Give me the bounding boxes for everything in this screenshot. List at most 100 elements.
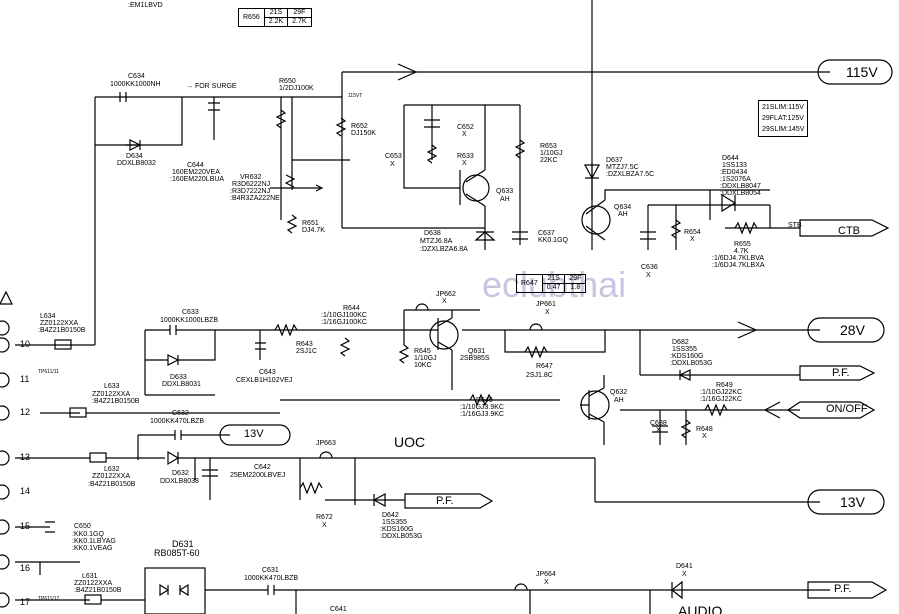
r650-ref: R650: [279, 78, 296, 85]
c641-ref: C641: [330, 606, 347, 613]
q634-ref: Q634: [614, 204, 632, 211]
r648-x: X: [702, 433, 707, 440]
r643-value: 2SJ1C: [296, 348, 318, 355]
d644-value-4: :DDXLB8047: [720, 183, 761, 190]
r643-ref: R643: [296, 341, 313, 348]
q632-value: AH: [614, 397, 624, 404]
d637-value-1: MTZJ7.5C: [606, 164, 639, 171]
r649-ref: R649: [716, 382, 733, 389]
r652-value: DJ150K: [351, 130, 376, 137]
r653-value-2: 22KC: [540, 157, 558, 164]
r656-ref: R656: [238, 8, 265, 27]
d638-ref: D638: [424, 230, 441, 237]
c642-ref: C642: [254, 464, 271, 471]
q631-ref: Q631: [468, 348, 486, 355]
connector-pins: [0, 320, 10, 608]
r672-x: X: [322, 522, 327, 529]
d631-value: RB085T-60: [154, 548, 200, 558]
jp663-ref: JP663: [316, 440, 336, 447]
pin-14: 14: [20, 486, 31, 496]
vr632-value-2: :R3D7222NJ: [230, 188, 271, 195]
r651-value: DJ4.7K: [302, 227, 325, 234]
l633-value-2: :B4Z21B0150B: [92, 398, 140, 405]
d642-value-2: :KDS160G: [380, 526, 414, 533]
l634-value-2: :B4Z21B0150B: [38, 327, 86, 334]
r654-ref: R654: [684, 229, 701, 236]
c632-value: 1000KK470LBZB: [150, 418, 205, 425]
l632-value-2: :B4Z21B0150B: [88, 481, 136, 488]
l631-value-2: :B4Z21B0150B: [74, 587, 122, 594]
d642-value-3: :DDXLB053G: [380, 533, 423, 540]
c650-ref: C650: [74, 523, 91, 530]
c633-ref: C633: [182, 309, 199, 316]
r656-val1: 2.2K: [263, 17, 289, 27]
rail-28v-label: 28V: [840, 322, 865, 338]
d682-value-1: 1SS355: [672, 346, 697, 353]
r655-value-3: :1/6DJ4.7KLBXA: [712, 262, 765, 269]
rail-13v-right-label: 13V: [840, 494, 865, 510]
c652-x: X: [462, 131, 467, 138]
voltage-option-1: 21SLIM:115V: [762, 104, 804, 111]
d638-value-2: :DZXLBZA6.8A: [420, 246, 468, 253]
rail-13v-left-label: 13V: [244, 428, 264, 440]
ctb-signal: CTB: [838, 225, 860, 237]
r646-value-1: :1/10GJ3.9KC: [460, 404, 504, 411]
pin-13: 13: [20, 452, 31, 462]
c650-value-3: :KK0.1VEAG: [72, 545, 113, 552]
l632-ref: L632: [104, 466, 120, 473]
audio-label: AUDIO: [678, 603, 723, 614]
pin-15: 15: [20, 521, 31, 531]
r647-col2: 29F: [564, 274, 587, 284]
d644-ref: D644: [722, 155, 739, 162]
d632-value: DDXLB8038: [160, 478, 199, 485]
d642-ref: D642: [382, 512, 399, 519]
c650-value-1: :KK0.1GQ: [72, 531, 104, 538]
d633-value: DDXLB8031: [162, 381, 201, 388]
warning-icon: [0, 290, 13, 305]
d641-x: X: [682, 571, 687, 578]
d632-ref: D632: [172, 470, 189, 477]
r647-val2: 1.8: [564, 283, 587, 293]
jp664-x: X: [544, 579, 549, 586]
r646-value-2: :1/16GJ3.9KC: [460, 411, 504, 418]
c637-value: KK0.1GQ: [538, 237, 568, 244]
pf-signal-low: P.F.: [834, 583, 852, 595]
l632-value-1: ZZ0122XXA: [92, 473, 131, 480]
d682-value-3: :DDXLB053G: [670, 360, 713, 367]
d682-ref: D682: [672, 339, 689, 346]
c643-value: CEXLB1H102VEJ: [236, 377, 293, 384]
rail-115v-label: 115V: [846, 64, 878, 80]
r644-value-2: :1/16GJ100KC: [321, 319, 367, 326]
r645-ref: R645: [414, 348, 431, 355]
d637-ref: D637: [606, 157, 623, 164]
q634-value: AH: [618, 211, 628, 218]
jp662-ref: JP662: [436, 291, 456, 298]
l631-value-1: ZZ0122XXA: [74, 580, 113, 587]
r652-ref: R652: [351, 123, 368, 130]
c650-value-2: :KK0.1LBYAG: [72, 538, 116, 545]
top-label: :EM1LBVD: [128, 2, 163, 9]
vr632-value-1: R3D6222NJ: [232, 181, 271, 188]
q633-value: AH: [500, 196, 510, 203]
tp611b-label: TP611/17: [38, 596, 60, 602]
d644-value-1: 1SS133: [722, 162, 747, 169]
rail-115v-badge: [817, 59, 893, 85]
jp664-ref: JP664: [536, 571, 556, 578]
ctb-tag: [799, 219, 890, 237]
c633-value: 1000KK1000LBZB: [160, 317, 218, 324]
c631-value: 1000KK470LBZB: [244, 575, 299, 582]
r656-col2: 29F: [287, 8, 312, 18]
l634-ref: L634: [40, 313, 56, 320]
q632-ref: Q632: [610, 389, 628, 396]
r655-ref: R655: [734, 241, 751, 248]
c644-value-2: :160EM220LBUA: [170, 176, 225, 183]
c637-ref: C637: [538, 230, 555, 237]
pin-17: 17: [20, 597, 31, 607]
r647-ref: R647: [516, 274, 543, 293]
r651-ref: R651: [302, 220, 319, 227]
r655-value-2: :1/6DJ4.7KLBVA: [712, 255, 765, 262]
c653-ref: C653: [385, 153, 402, 160]
